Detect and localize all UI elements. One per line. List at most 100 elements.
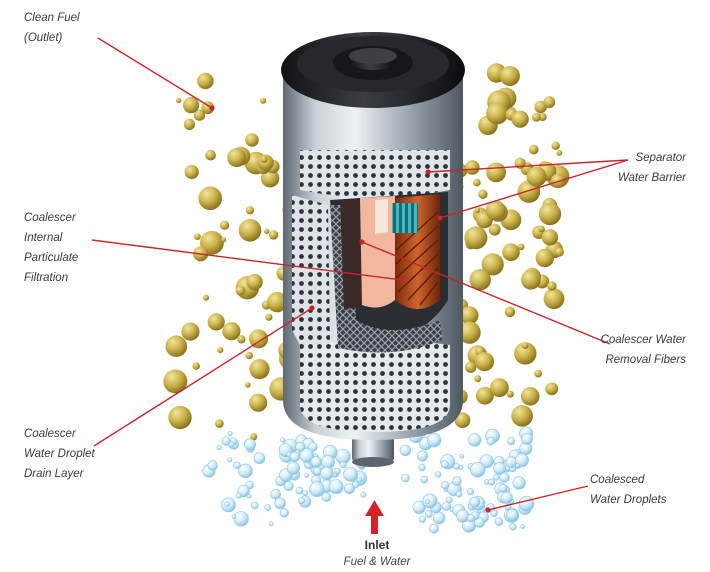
water-bubble — [286, 461, 300, 475]
water-bubble — [270, 488, 282, 500]
fuel-droplet — [197, 72, 214, 90]
fuel-droplet — [532, 112, 541, 122]
fuel-droplet — [176, 97, 182, 104]
water-bubble — [274, 497, 286, 510]
fuel-droplet — [183, 118, 195, 130]
water-bubble — [498, 483, 508, 493]
water-bubble — [233, 511, 249, 527]
water-bubble — [227, 431, 233, 437]
water-bubble — [424, 510, 433, 518]
fuel-droplet — [526, 166, 547, 187]
fuel-droplet — [245, 351, 253, 360]
leader-coalesced — [487, 485, 589, 511]
leader-separator-1-tip — [425, 169, 431, 175]
fuel-droplet — [249, 329, 269, 349]
water-bubble — [235, 492, 242, 499]
water-bubble — [453, 463, 460, 470]
fuel-droplet — [464, 226, 488, 250]
fuel-droplet — [473, 178, 481, 187]
fuel-droplet — [521, 270, 541, 290]
water-bubble — [246, 493, 252, 499]
leader-removal-fibers-tip — [359, 239, 365, 245]
fuel-droplet — [245, 133, 259, 147]
fuel-droplet — [538, 113, 547, 121]
water-bubble — [486, 437, 495, 446]
label-coalesced-droplets: Coalesced Water Droplets — [590, 474, 667, 506]
label-fuel-water: Fuel & Water — [343, 556, 411, 568]
water-bubble — [493, 474, 500, 481]
water-bubble — [440, 460, 449, 469]
water-bubble — [474, 517, 485, 528]
label-internal-filtration: Coalescer Internal Particulate Filtratio… — [24, 212, 79, 284]
fuel-droplet — [183, 97, 200, 114]
water-bubble — [221, 436, 231, 446]
water-bubble — [253, 452, 266, 465]
fuel-droplet — [499, 66, 520, 86]
fuel-droplet — [217, 347, 224, 354]
water-bubble — [356, 476, 362, 483]
fuel-droplet — [469, 269, 491, 291]
water-bubble — [268, 521, 274, 527]
water-bubble — [505, 456, 518, 469]
water-bubble — [422, 493, 438, 509]
fuel-droplet — [486, 102, 509, 125]
fuel-droplet — [205, 149, 216, 161]
water-bubble — [264, 504, 272, 511]
fuel-droplet — [543, 96, 556, 109]
separator-fins — [392, 203, 418, 233]
fuel-droplet — [198, 186, 222, 211]
fuel-droplet — [538, 225, 545, 233]
water-bubble — [233, 461, 241, 469]
fuel-droplet — [504, 306, 516, 318]
fuel-droplet — [538, 202, 562, 226]
water-bubble — [251, 501, 259, 510]
fuel-droplet — [193, 109, 206, 121]
fuel-droplet — [181, 322, 200, 341]
water-bubble — [518, 495, 535, 512]
fuel-droplet — [554, 247, 564, 257]
fuel-droplet — [478, 189, 488, 199]
fuel-droplet — [267, 291, 288, 313]
water-bubble — [418, 463, 426, 472]
fuel-droplet — [465, 361, 477, 373]
leader-separator-1 — [427, 159, 629, 173]
water-bubble — [488, 478, 496, 486]
water-bubble — [416, 450, 428, 462]
fuel-droplet — [458, 321, 481, 344]
fuel-droplet — [264, 228, 270, 234]
water-bubble — [512, 476, 526, 490]
leader-clean-fuel-tip — [209, 105, 215, 111]
water-bubble — [244, 438, 257, 451]
leader-separator-2 — [439, 159, 629, 219]
leader-internal-filtration-tip — [399, 277, 405, 283]
water-bubble — [297, 497, 305, 505]
water-bubble — [418, 515, 427, 523]
water-bubble — [456, 509, 470, 523]
fuel-droplet — [529, 144, 539, 155]
fuel-droplet — [168, 405, 192, 430]
fuel-droplet — [550, 173, 566, 188]
water-bubble — [466, 513, 475, 522]
water-bubble — [420, 475, 429, 484]
water-bubble — [279, 508, 289, 518]
fuel-droplet — [237, 335, 246, 344]
leader-separator-2-tip — [437, 215, 443, 221]
water-bubble — [490, 509, 498, 517]
water-bubble — [289, 451, 301, 462]
fuel-droplet — [481, 253, 504, 276]
fuel-droplet — [454, 412, 471, 429]
water-bubble — [309, 481, 325, 497]
fuel-droplet — [250, 433, 258, 441]
water-bubble — [401, 473, 410, 483]
fuel-droplet — [490, 378, 509, 398]
water-bubble — [432, 511, 446, 525]
water-droplets — [202, 281, 535, 534]
water-bubble — [429, 523, 439, 534]
fuel-droplet — [202, 294, 210, 301]
fuel-droplet — [520, 387, 540, 406]
fuel-droplet — [249, 393, 268, 412]
fuel-droplet — [474, 352, 495, 372]
water-bubble — [328, 479, 344, 494]
water-bubble — [469, 496, 481, 508]
water-bubble — [304, 473, 310, 478]
